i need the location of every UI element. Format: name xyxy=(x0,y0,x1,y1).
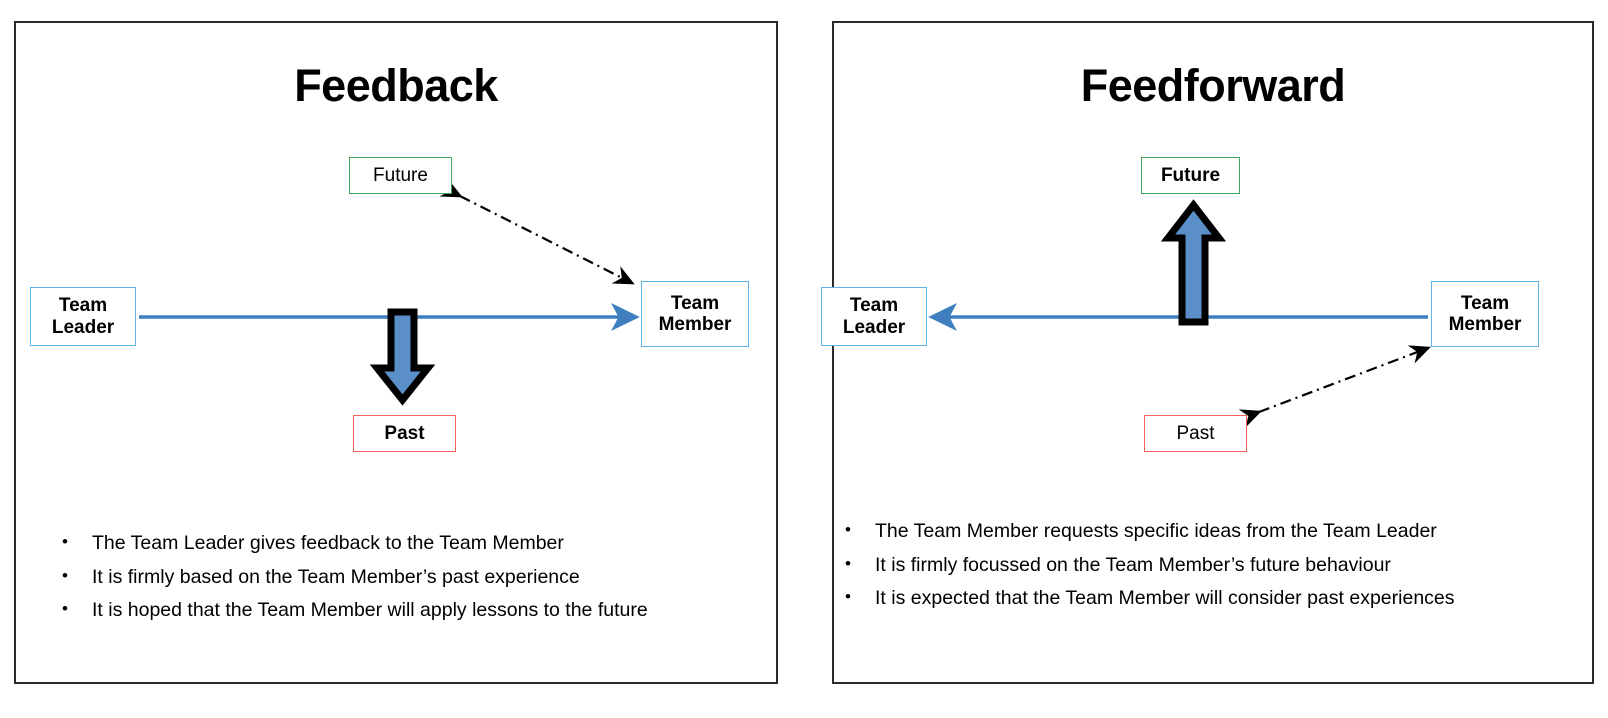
node-feedback-past[interactable]: Past xyxy=(353,415,456,452)
bullet-marker-icon: • xyxy=(62,565,68,585)
bullet-marker-icon: • xyxy=(845,553,851,573)
bullet-marker-icon: • xyxy=(62,599,68,619)
node-feedforward-past[interactable]: Past xyxy=(1144,415,1247,452)
list-item: • It is firmly based on the Team Member’… xyxy=(62,561,722,595)
list-item: • The Team Leader gives feedback to the … xyxy=(62,527,722,561)
node-label: Past xyxy=(1176,422,1215,444)
panel-feedforward-title: Feedforward xyxy=(1080,60,1346,111)
panel-feedforward: Feedforward xyxy=(832,21,1594,684)
list-item-text: It is firmly focussed on the Team Member… xyxy=(875,553,1391,576)
bullet-marker-icon: • xyxy=(845,587,851,607)
list-item-text: The Team Member requests specific ideas … xyxy=(875,520,1437,542)
node-label: Future xyxy=(1160,164,1221,186)
list-item: • The Team Member requests specific idea… xyxy=(845,515,1525,549)
node-label: Past xyxy=(384,422,425,444)
node-feedback-future[interactable]: Future xyxy=(349,157,452,194)
feedforward-bullet-list: • The Team Member requests specific idea… xyxy=(845,515,1525,616)
feedback-bullet-list: • The Team Leader gives feedback to the … xyxy=(62,527,722,628)
bullet-marker-icon: • xyxy=(62,532,68,551)
bullet-marker-icon: • xyxy=(845,520,851,539)
panel-feedback-title: Feedback xyxy=(294,60,498,111)
list-item: • It is hoped that the Team Member will … xyxy=(62,594,722,628)
list-item-text: It is expected that the Team Member will… xyxy=(875,587,1455,610)
list-item: • It is expected that the Team Member wi… xyxy=(845,582,1525,616)
node-feedforward-future[interactable]: Future xyxy=(1141,157,1240,194)
list-item-text: It is firmly based on the Team Member’s … xyxy=(92,565,580,588)
node-label: Future xyxy=(373,164,428,186)
list-item-text: The Team Leader gives feedback to the Te… xyxy=(92,532,564,554)
list-item-text: It is hoped that the Team Member will ap… xyxy=(92,599,648,622)
list-item: • It is firmly focussed on the Team Memb… xyxy=(845,549,1525,583)
